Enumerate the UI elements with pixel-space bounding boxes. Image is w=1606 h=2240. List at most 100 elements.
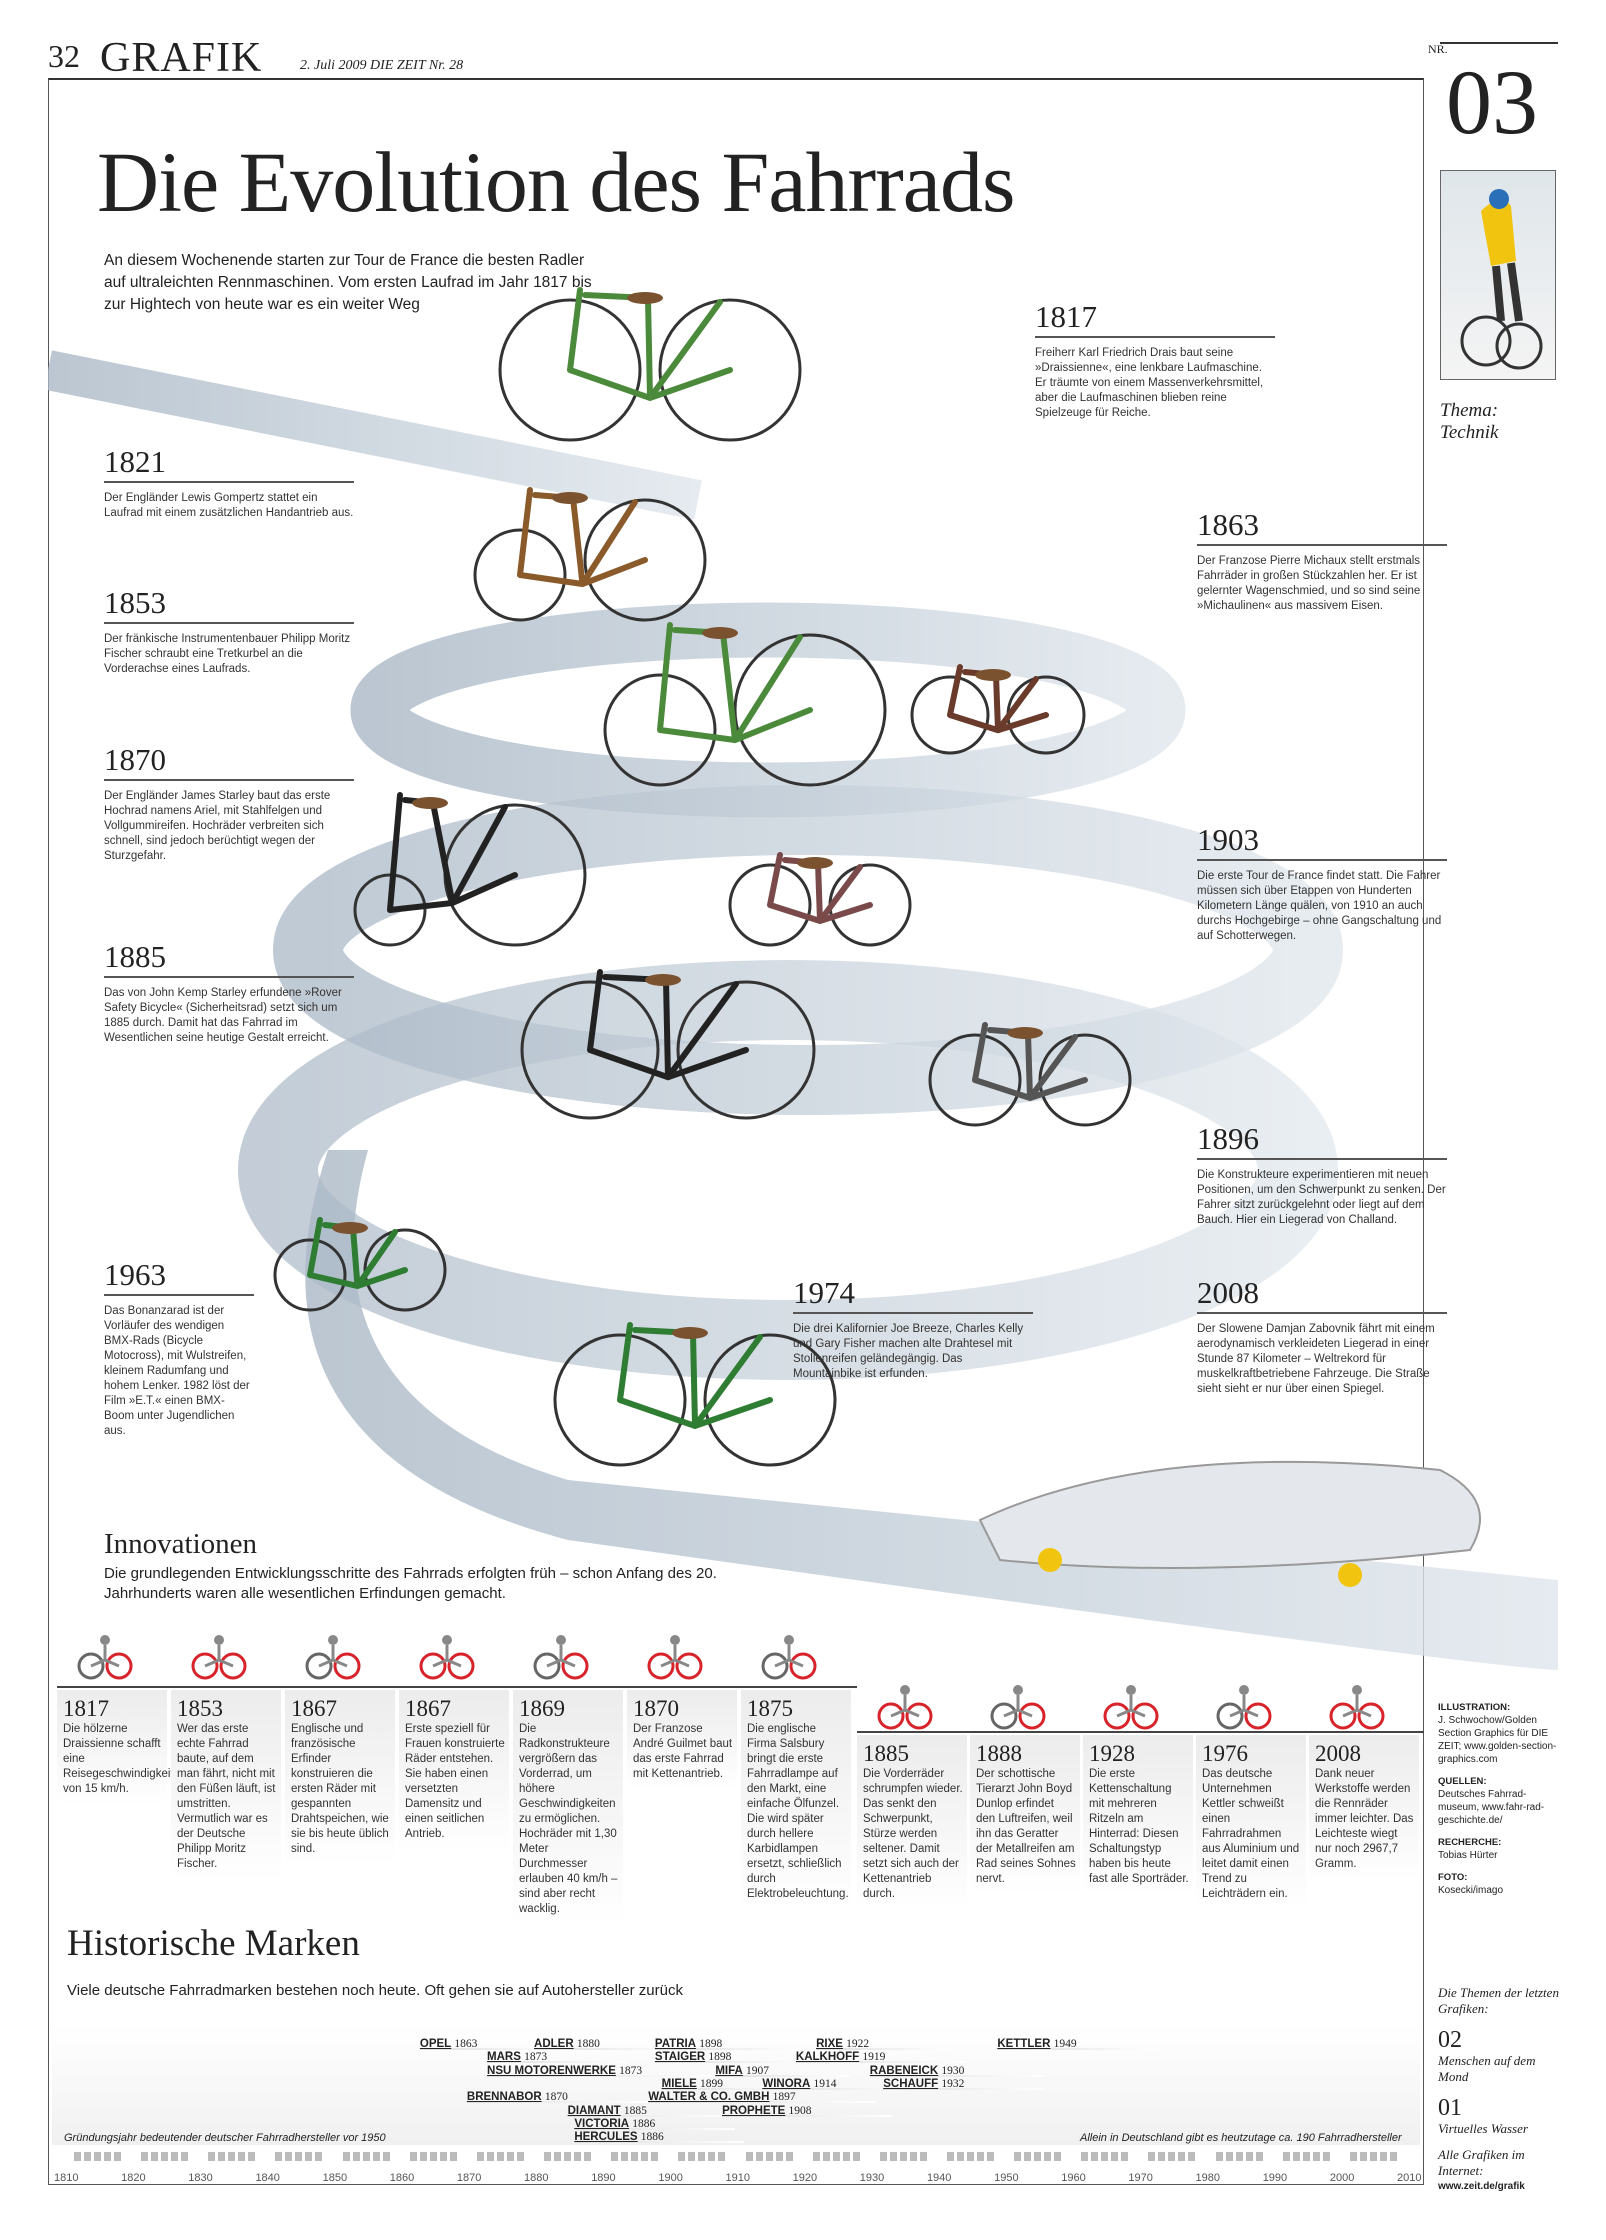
innovations-subtitle: Die grundlegenden Entwicklungsschritte d… xyxy=(104,1565,717,1602)
web-label: Alle Grafiken im Internet: xyxy=(1438,2147,1525,2178)
story-year: 1853 xyxy=(104,585,166,620)
axis-tick-label: 1900 xyxy=(658,2172,683,2184)
axis-tick-label: 1830 xyxy=(188,2172,213,2184)
axis-tick-label: 1950 xyxy=(994,2172,1019,2184)
brand-label: PROPHETE 1908 xyxy=(722,2104,892,2117)
brand-year: 1899 xyxy=(699,2077,723,2090)
tire-icon xyxy=(988,1680,1052,1736)
story-rule xyxy=(1197,1312,1447,1314)
story-rule xyxy=(1035,336,1275,338)
theme-title[interactable]: Menschen auf dem Mond xyxy=(1438,2053,1536,2084)
axis-tick-label: 1840 xyxy=(255,2172,280,2184)
theme-number: 01 xyxy=(1438,2095,1462,2121)
brand-label: WALTER & CO. GMBH 1897 xyxy=(648,2091,876,2104)
brand-name: RABENEICK xyxy=(869,2064,939,2077)
brand-name: SCHAUFF xyxy=(883,2077,939,2090)
brand-year: 1873 xyxy=(524,2051,548,2064)
story-text: Freiherr Karl Friedrich Drais baut seine… xyxy=(1035,346,1264,419)
page-title: Die Evolution des Fahrrads xyxy=(97,134,1015,230)
axis-tick-label: 1820 xyxy=(121,2172,146,2184)
brand-label: KALKHOFF 1919 xyxy=(795,2051,966,2064)
credit-heading: FOTO: xyxy=(1438,1872,1468,1883)
credit-text: Deutsches Fahrrad-museum, www.fahr-rad-g… xyxy=(1438,1789,1545,1826)
theme-value: Technik xyxy=(1440,422,1499,443)
axis-tick xyxy=(544,2152,595,2161)
innovations-rule-right xyxy=(857,1731,1424,1733)
brand-year: 1922 xyxy=(846,2038,870,2050)
axis-tick xyxy=(745,2152,796,2161)
innovation-year: 1869 xyxy=(519,1696,565,1721)
story-year: 1974 xyxy=(793,1275,855,1310)
story-rule xyxy=(1197,859,1447,861)
brand-name: STAIGER xyxy=(654,2051,706,2064)
cyclist-icon xyxy=(1460,189,1543,370)
innovation-year: 1976 xyxy=(1202,1741,1248,1766)
brand-label: RABENEICK 1930 xyxy=(869,2064,1045,2077)
brand-name: NSU MOTORENWERKE xyxy=(487,2064,616,2077)
axis-tick xyxy=(678,2152,729,2161)
innovation-text: Die hölzerne Draissienne schafft eine Re… xyxy=(63,1723,174,1795)
graphic-number: 03 xyxy=(1446,51,1538,153)
axis-tick xyxy=(409,2152,460,2161)
axis-tick-label: 1970 xyxy=(1128,2172,1153,2184)
innovation-text: Englische und französische Erfinder kons… xyxy=(291,1723,389,1855)
story-text: Der Franzose Pierre Michaux stellt erstm… xyxy=(1197,554,1421,612)
story-year: 1821 xyxy=(104,444,166,479)
brand-label: MARS 1873 xyxy=(487,2051,628,2064)
innovation-text: Erste speziell für Frauen konstruierte R… xyxy=(405,1723,505,1840)
brand-year: 1908 xyxy=(788,2104,812,2117)
story-rule xyxy=(104,1294,254,1296)
issue-date: 2. Juli 2009 DIE ZEIT Nr. 28 xyxy=(300,58,464,73)
axis-tick-label: 1880 xyxy=(524,2172,549,2184)
story-text: Die drei Kalifornier Joe Breeze, Charles… xyxy=(793,1322,1024,1380)
axis-tick xyxy=(476,2152,527,2161)
theme-number: 02 xyxy=(1438,2027,1462,2053)
axis-tick xyxy=(141,2152,192,2161)
story-text: Die erste Tour de France findet statt. D… xyxy=(1197,869,1442,942)
story-text: Das Bonanzarad ist der Vorläufer des wen… xyxy=(104,1304,250,1437)
axis-tick xyxy=(1081,2152,1132,2161)
brand-year: 1919 xyxy=(862,2051,886,2064)
brand-label: VICTORIA 1886 xyxy=(574,2117,736,2130)
brand-label: OPEL 1863 xyxy=(419,2038,558,2050)
brand-label: KETTLER 1949 xyxy=(997,2038,1157,2050)
axis-tick-label: 1870 xyxy=(456,2172,482,2184)
story-year: 1817 xyxy=(1035,299,1097,334)
brand-year: 1932 xyxy=(941,2077,965,2090)
axis-tick xyxy=(342,2152,393,2161)
credits: ILLUSTRATION:J. Schwochow/Golden Section… xyxy=(1438,1692,1558,1897)
brand-year: 1898 xyxy=(708,2051,732,2064)
innovation-text: Der schottische Tierarzt John Boyd Dunlo… xyxy=(976,1768,1076,1885)
story-rule xyxy=(104,622,354,624)
brand-year: 1930 xyxy=(941,2064,965,2077)
story-year: 1903 xyxy=(1197,822,1259,857)
brand-label: DIAMANT 1885 xyxy=(567,2104,727,2117)
theme-title[interactable]: Virtuelles Wasser xyxy=(1438,2121,1528,2136)
brand-year: 1886 xyxy=(632,2117,656,2130)
brand-year: 1873 xyxy=(619,2064,643,2077)
header-rule xyxy=(48,78,1424,80)
brand-year: 1870 xyxy=(544,2091,568,2104)
axis-tick xyxy=(275,2152,326,2161)
credit-text: J. Schwochow/Golden Section Graphics für… xyxy=(1438,1715,1557,1765)
previous-themes: Die Themen der letzten Grafiken: 02 Mens… xyxy=(1438,1985,1563,2195)
section-title: GRAFIK xyxy=(100,35,263,81)
credit-heading: RECHERCHE: xyxy=(1438,1837,1502,1848)
story-text: Das von John Kemp Starley erfundene »Rov… xyxy=(104,986,342,1044)
innovation-year: 1870 xyxy=(633,1696,679,1721)
story-text: Die Konstrukteure experimentieren mit ne… xyxy=(1197,1168,1446,1226)
web-link[interactable]: www.zeit.de/grafik xyxy=(1438,2181,1525,2192)
brand-label: WINORA 1914 xyxy=(762,2077,917,2090)
axis-tick-label: 1890 xyxy=(591,2172,616,2184)
axis-tick xyxy=(74,2152,124,2161)
brands-subtitle: Viele deutsche Fahrradmarken bestehen no… xyxy=(67,1982,683,1999)
brand-year: 1886 xyxy=(640,2131,664,2144)
brand-year: 1907 xyxy=(746,2064,770,2077)
